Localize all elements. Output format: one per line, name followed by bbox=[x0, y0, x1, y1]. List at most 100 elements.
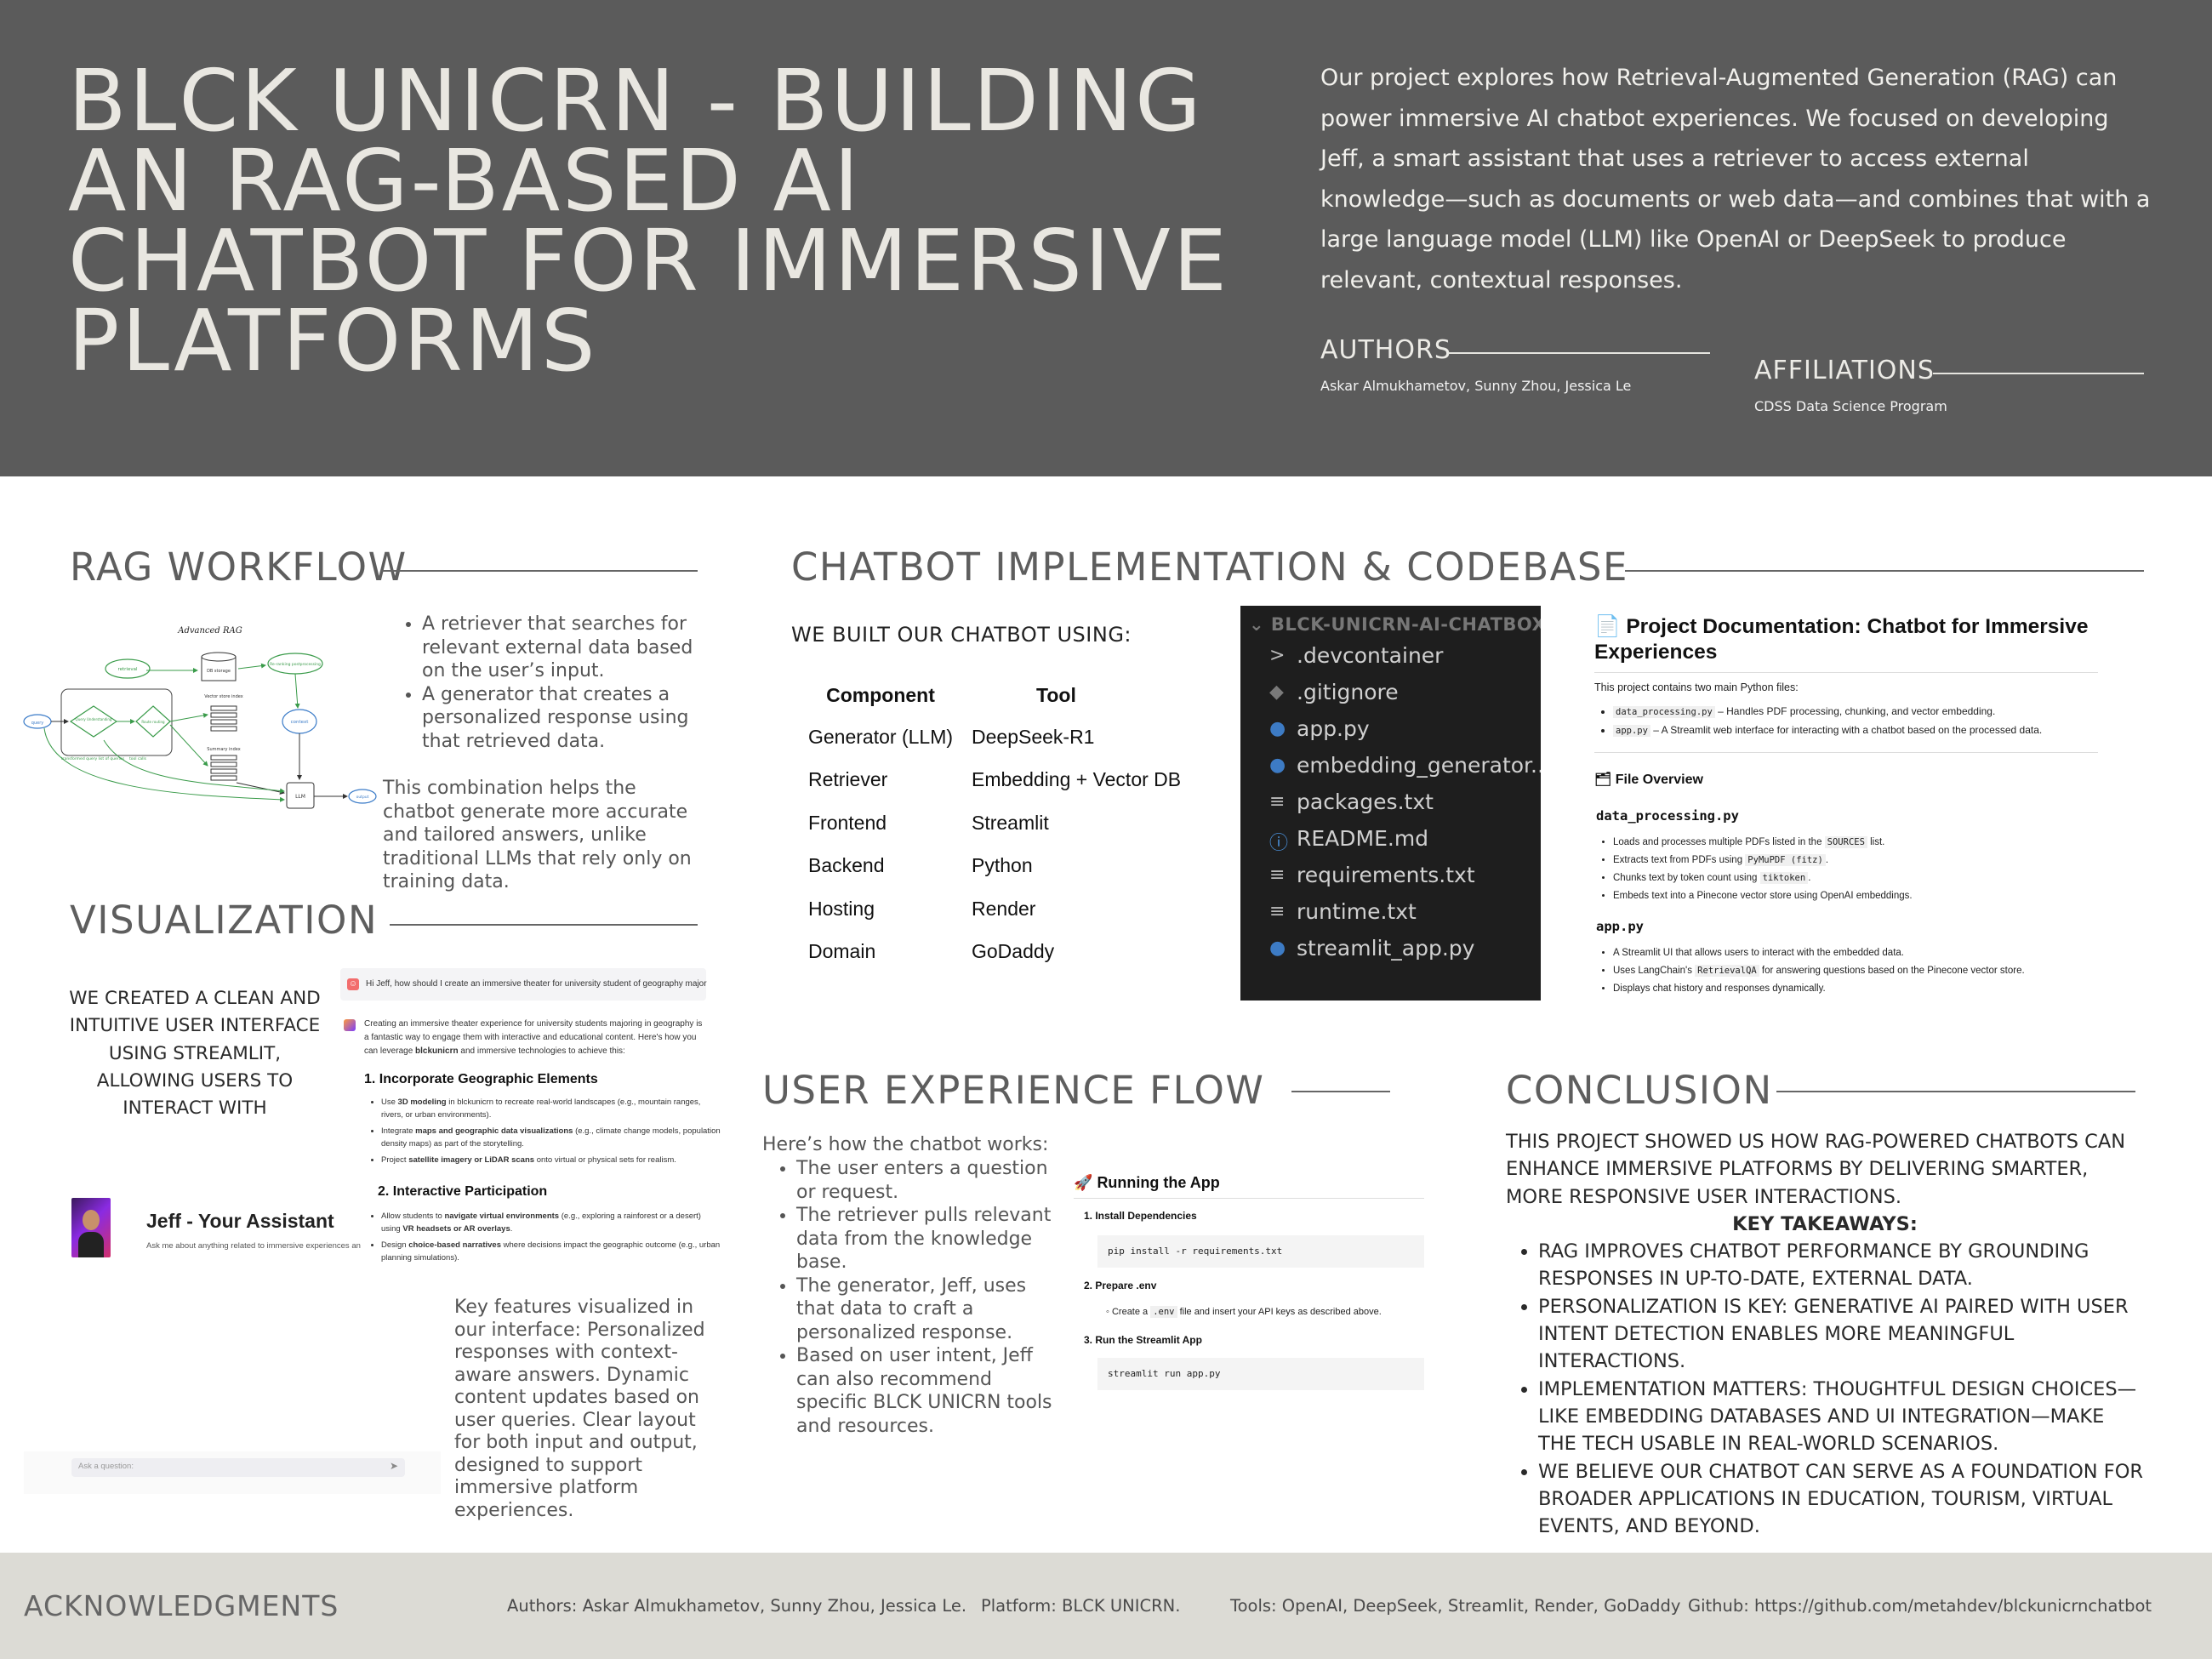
table-row: Generator (LLM)DeepSeek-R1 bbox=[808, 725, 1240, 768]
explorer-root[interactable]: ⌄ BLCK-UNICRN-AI-CHATBOX bbox=[1249, 614, 1541, 635]
run-step-1: 1. Install Dependencies bbox=[1084, 1210, 1197, 1222]
jeff-subtitle: Ask me about anything related to immersi… bbox=[146, 1241, 361, 1251]
edge-label-transformed-query: transformed query list of queries bbox=[61, 756, 125, 761]
file-overview-heading: 🗂 File Overview bbox=[1594, 772, 1703, 787]
rag-workflow-diagram: Advanced RAG query retrieval DB storage … bbox=[23, 626, 377, 809]
rag-bullets: A retriever that searches for relevant e… bbox=[400, 613, 706, 753]
python-icon: ● bbox=[1269, 755, 1286, 776]
app-item: Displays chat history and responses dyna… bbox=[1613, 980, 2124, 998]
ask-input[interactable]: Ask a question: ➤ bbox=[71, 1458, 405, 1477]
run-app-heading: 🚀 Running the App bbox=[1074, 1174, 1220, 1191]
chevron-down-icon: ⌄ bbox=[1249, 614, 1265, 635]
impl-subtitle: WE BUILT OUR CHATBOT USING: bbox=[791, 623, 1132, 647]
bot-reply-heading-1: 1. Incorporate Geographic Elements bbox=[364, 1072, 598, 1086]
docs-file-item: data_processing.py – Handles PDF process… bbox=[1613, 703, 2124, 721]
app-list: A Streamlit UI that allows users to inte… bbox=[1599, 944, 2124, 998]
footer-platform: Platform: BLCK UNICRN. bbox=[981, 1596, 1181, 1616]
bot-reply-intro: Creating an immersive theater experience… bbox=[364, 1019, 703, 1056]
svg-text:context: context bbox=[291, 720, 310, 725]
chevron-right-icon: > bbox=[1269, 645, 1286, 666]
docs-divider-2 bbox=[1594, 752, 2098, 753]
component-table-wrap: Component Tool Generator (LLM)DeepSeek-R… bbox=[808, 684, 1240, 983]
dp-item: Embeds text into a Pinecone vector store… bbox=[1613, 887, 2124, 905]
text-file-icon: ≡ bbox=[1269, 864, 1286, 886]
svg-text:Route routing: Route routing bbox=[141, 720, 165, 724]
explorer-file[interactable]: README.md bbox=[1297, 826, 1429, 851]
app-heading: app.py bbox=[1596, 919, 1644, 934]
folder-icon: 🗂 bbox=[1594, 772, 1612, 787]
rocket-icon: 🚀 bbox=[1074, 1174, 1093, 1191]
svg-text:DB storage: DB storage bbox=[207, 669, 231, 674]
file-explorer: ⌄ BLCK-UNICRN-AI-CHATBOX >.devcontainer◆… bbox=[1240, 606, 1541, 1001]
app-item: A Streamlit UI that allows users to inte… bbox=[1613, 944, 2124, 962]
svg-text:query: query bbox=[31, 721, 43, 726]
explorer-file[interactable]: requirements.txt bbox=[1297, 863, 1475, 887]
cell-tool: Embedding + Vector DB bbox=[972, 768, 1182, 790]
footer-github-link[interactable]: Github: https://github.com/metahdev/blck… bbox=[1688, 1596, 2152, 1616]
affiliations-divider bbox=[1933, 373, 2144, 374]
takeaway-item: IMPLEMENTATION MATTERS: THOUGHTFUL DESIG… bbox=[1538, 1376, 2144, 1458]
code-run: streamlit run app.py bbox=[1108, 1368, 1221, 1379]
table-row: Domain GoDaddy bbox=[808, 940, 1240, 983]
ux-divider bbox=[1291, 1091, 1390, 1092]
ask-placeholder: Ask a question: bbox=[78, 1462, 134, 1471]
cell-component: Backend bbox=[808, 854, 885, 876]
cell-tool: Render bbox=[972, 897, 1036, 920]
diagram-arrows bbox=[43, 663, 348, 802]
explorer-file[interactable]: app.py bbox=[1297, 716, 1370, 741]
impl-divider bbox=[1625, 570, 2144, 572]
authors-label: AUTHORS bbox=[1320, 335, 1451, 365]
python-icon: ● bbox=[1269, 718, 1286, 739]
user-avatar-icon: ☺ bbox=[347, 978, 359, 990]
svg-text:Query Understanding: Query Understanding bbox=[76, 717, 112, 721]
explorer-file[interactable]: .gitignore bbox=[1297, 680, 1399, 704]
svg-text:Re-ranking postprocessing: Re-ranking postprocessing bbox=[270, 662, 321, 667]
user-message: ☺ Hi Jeff, how should I create an immers… bbox=[340, 968, 707, 1001]
query-understanding-node: Query Understanding bbox=[69, 705, 118, 738]
cell-component: Hosting bbox=[808, 897, 875, 920]
send-icon[interactable]: ➤ bbox=[389, 1460, 398, 1472]
bot-reply-heading-2: 2. Interactive Participation bbox=[378, 1184, 548, 1199]
edge-label-tool-calls: tool calls bbox=[129, 756, 147, 761]
footer-authors: Authors: Askar Almukhametov, Sunny Zhou,… bbox=[507, 1596, 967, 1616]
explorer-file[interactable]: packages.txt bbox=[1297, 790, 1434, 814]
jeff-body bbox=[78, 1232, 104, 1257]
explorer-file[interactable]: streamlit_app.py bbox=[1297, 936, 1475, 961]
context-node: context bbox=[282, 709, 317, 734]
text-file-icon: ≡ bbox=[1269, 791, 1286, 812]
authors-names: Askar Almukhametov, Sunny Zhou, Jessica … bbox=[1320, 378, 1632, 394]
ux-bullet: Based on user intent, Jeff can also reco… bbox=[796, 1344, 1058, 1438]
poster-header bbox=[0, 0, 2212, 476]
explorer-file[interactable]: embedding_generator... bbox=[1297, 753, 1541, 778]
run-step-3: 3. Run the Streamlit App bbox=[1084, 1334, 1202, 1346]
col-header-component: Component bbox=[826, 684, 935, 706]
poster-title: BLCK UNICRN - BUILDING AN RAG-BASED AI C… bbox=[68, 51, 1229, 391]
bot-reply-item: Project satellite imagery or LiDAR scans… bbox=[381, 1154, 721, 1166]
affiliations-label: AFFILIATIONS bbox=[1754, 356, 1935, 385]
jeff-avatar bbox=[71, 1198, 111, 1257]
explorer-file[interactable]: runtime.txt bbox=[1297, 899, 1417, 924]
rag-bullet: A generator that creates a personalized … bbox=[422, 683, 706, 754]
svg-text:retrieval: retrieval bbox=[117, 667, 137, 672]
cell-tool: Python bbox=[972, 854, 1033, 876]
explorer-file[interactable]: .devcontainer bbox=[1297, 643, 1444, 668]
rag-summary: This combination helps the chatbot gener… bbox=[383, 778, 692, 892]
code-block-run: streamlit run app.py bbox=[1097, 1358, 1424, 1390]
docs-file-item: app.py – A Streamlit web interface for i… bbox=[1613, 721, 2124, 740]
reranking-node: Re-ranking postprocessing bbox=[267, 653, 323, 675]
app-item: Uses LangChain's RetrievalQA for answeri… bbox=[1613, 962, 2124, 980]
cell-component: Domain bbox=[808, 940, 876, 962]
jeff-title: Jeff - Your Assistant bbox=[146, 1210, 334, 1232]
ux-section-title: USER EXPERIENCE FLOW bbox=[762, 1068, 1265, 1113]
dp-item: Extracts text from PDFs using PyMuPDF (f… bbox=[1613, 852, 2124, 869]
dp-item: Chunks text by token count using tiktoke… bbox=[1613, 869, 2124, 887]
rag-section-title: RAG WORKFLOW bbox=[70, 544, 408, 590]
bot-reply-item: Use 3D modeling in blckunicrn to recreat… bbox=[381, 1096, 721, 1121]
bot-reply-list-1: Use 3D modeling in blckunicrn to recreat… bbox=[366, 1096, 721, 1166]
bot-reply-item: Integrate maps and geographic data visua… bbox=[381, 1125, 721, 1150]
jeff-face bbox=[83, 1210, 100, 1230]
rag-divider bbox=[381, 570, 698, 572]
cell-tool: GoDaddy bbox=[972, 940, 1055, 962]
authors-divider bbox=[1448, 352, 1710, 354]
